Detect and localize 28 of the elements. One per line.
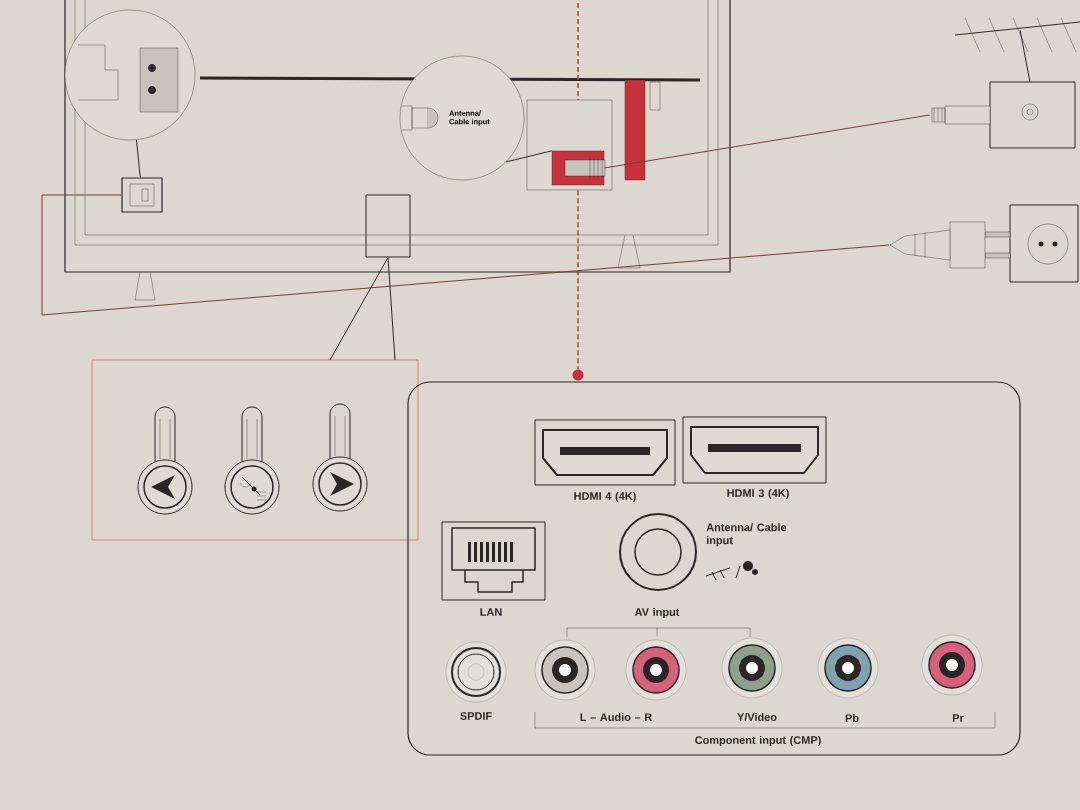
port-label: HDMI 4 (4K) (574, 491, 636, 503)
port-label: Pb (845, 713, 859, 722)
cable (603, 114, 931, 169)
port-label: LAN (480, 608, 502, 616)
port-label: L – Audio – R (580, 712, 652, 721)
cable (41, 194, 890, 316)
port-label: Y/Video (737, 712, 777, 722)
antenna-port (551, 150, 606, 186)
antenna-socket-drawing (931, 17, 1080, 149)
dashed-connector (577, 189, 579, 371)
connector-panel (407, 381, 1021, 756)
port-label: HDMI 3 (4K) (727, 488, 789, 500)
power-input-port (121, 177, 163, 213)
port-label: SPDIF (460, 712, 492, 720)
port-recess (526, 99, 613, 191)
port-label: Component input (CMP) (695, 735, 821, 747)
leader-line (329, 257, 396, 361)
dashed-connector (577, 0, 579, 101)
port-label: AV input (634, 607, 680, 619)
button-panel (91, 359, 419, 541)
power-callout-bubble (64, 9, 196, 141)
control-button-housing (365, 194, 411, 258)
power-socket-drawing (889, 204, 1079, 283)
tv-back-drawing (64, 0, 731, 301)
leader-line (505, 150, 553, 163)
port-label: Antenna/ Cable input (706, 523, 787, 547)
port-label: Pr (952, 714, 964, 722)
leader-line (136, 139, 141, 178)
